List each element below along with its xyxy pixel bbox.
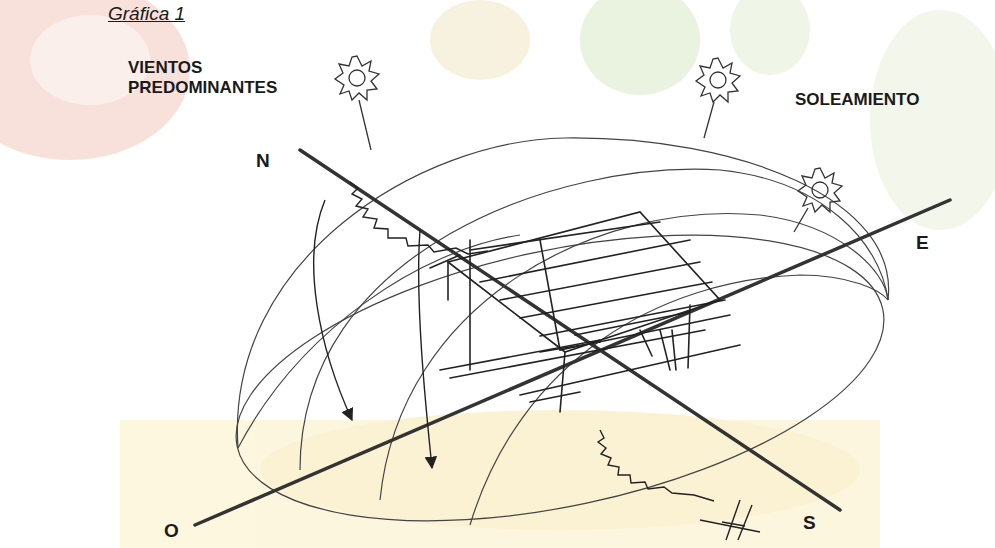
label-slot: S [803, 512, 816, 534]
sun-label: SOLEAMIENTO [795, 90, 919, 110]
wind-arrows [314, 182, 760, 540]
sun-symbols [335, 56, 842, 232]
cardinal-letter: O [164, 520, 179, 542]
hut-sketch [430, 212, 740, 412]
wind-label: VIENTOS PREDOMINANTES [128, 58, 303, 97]
cardinal-letter: E [916, 232, 929, 254]
label-slot: E [916, 232, 929, 254]
label-slot: N [256, 150, 270, 172]
label-slot: O [164, 520, 179, 542]
cardinal-letter: S [803, 512, 816, 534]
label-slot: VIENTOS PREDOMINANTES [128, 58, 303, 97]
label-slot: SOLEAMIENTO [795, 90, 919, 110]
figure-title: Gráfica 1 [108, 3, 185, 25]
cardinal-letter: N [256, 150, 270, 172]
sun-dome [211, 138, 910, 548]
title-slot: Gráfica 1 [108, 3, 185, 25]
cardinal-axes [195, 150, 950, 525]
